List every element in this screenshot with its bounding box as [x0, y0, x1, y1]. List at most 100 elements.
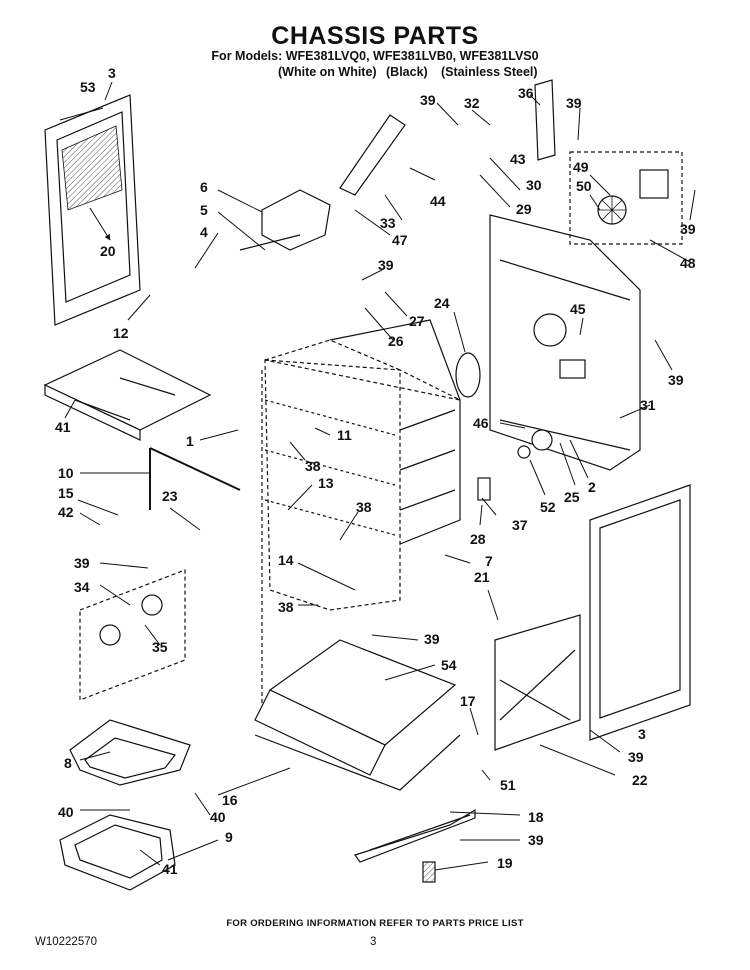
callout: 4 — [200, 224, 208, 240]
ordering-note: FOR ORDERING INFORMATION REFER TO PARTS … — [226, 918, 524, 929]
callout: 43 — [510, 151, 526, 167]
callout: 39 — [378, 257, 394, 273]
callout: 39 — [528, 832, 544, 848]
callout: 22 — [632, 772, 648, 788]
oven-door-frame-part — [44, 94, 141, 326]
callout: 44 — [430, 193, 446, 209]
callout: 3 — [108, 65, 116, 81]
callout: 23 — [162, 488, 178, 504]
callout: 33 — [380, 215, 396, 231]
callout: 20 — [100, 243, 116, 259]
bake-element-part — [69, 719, 191, 786]
callout: 39 — [566, 95, 582, 111]
callout: 35 — [152, 639, 168, 655]
callout: 40 — [58, 804, 74, 820]
callout: 39 — [420, 92, 436, 108]
callout: 39 — [628, 749, 644, 765]
callout: 38 — [305, 458, 321, 474]
callout: 50 — [576, 178, 592, 194]
clip-part — [477, 477, 491, 501]
callout: 15 — [58, 485, 74, 501]
callout: 39 — [668, 372, 684, 388]
callout: 37 — [512, 517, 528, 533]
callout: 49 — [573, 159, 589, 175]
callout: 41 — [55, 419, 71, 435]
oven-cavity-part — [264, 319, 461, 611]
callout: 14 — [278, 552, 294, 568]
callout: 2 — [588, 479, 596, 495]
callout: 10 — [58, 465, 74, 481]
callout: 39 — [424, 631, 440, 647]
callout: 31 — [640, 397, 656, 413]
page-title: CHASSIS PARTS — [271, 22, 479, 50]
gasket-part — [455, 352, 481, 398]
callout: 40 — [210, 809, 226, 825]
callout: 46 — [473, 415, 489, 431]
callout: 27 — [409, 313, 425, 329]
callout: 29 — [516, 201, 532, 217]
callout: 38 — [356, 499, 372, 515]
control-housing-part — [239, 189, 331, 251]
callout: 1 — [186, 433, 194, 449]
vent-duct-part — [534, 79, 556, 161]
callout: 16 — [222, 792, 238, 808]
callout: 30 — [526, 177, 542, 193]
callout: 5 — [200, 202, 208, 218]
callout: 34 — [74, 579, 90, 595]
variant-black: (Black) — [386, 65, 428, 79]
wire-harness-part — [149, 447, 241, 510]
callout: 12 — [113, 325, 129, 341]
callout: 25 — [564, 489, 580, 505]
callout: 54 — [441, 657, 457, 673]
callout: 39 — [680, 221, 696, 237]
callout: 36 — [518, 85, 534, 101]
callout: 3 — [638, 726, 646, 742]
callout: 17 — [460, 693, 476, 709]
callout: 53 — [80, 79, 96, 95]
page-number: 3 — [370, 936, 377, 948]
bearing-part — [531, 429, 553, 451]
callout: 8 — [64, 755, 72, 771]
callout: 38 — [278, 599, 294, 615]
callout: 39 — [74, 555, 90, 571]
drawer-side-part — [494, 614, 581, 751]
convection-fan-part — [569, 151, 683, 245]
callout: 18 — [528, 809, 544, 825]
drip-tray-part — [254, 639, 461, 791]
callout: 45 — [570, 301, 586, 317]
callout: 24 — [434, 295, 450, 311]
callout: 9 — [225, 829, 233, 845]
callout-labels: 53 3 20 6 5 4 12 41 10 1 15 42 23 39 34 … — [55, 65, 696, 877]
callout: 7 — [485, 553, 493, 569]
callout: 28 — [470, 531, 486, 547]
callout: 52 — [540, 499, 556, 515]
washer-part — [517, 445, 531, 459]
callout: 6 — [200, 179, 208, 195]
shelf-part — [43, 349, 212, 441]
right-door-part — [589, 484, 691, 741]
document-number: W10222570 — [35, 936, 98, 948]
broil-element-part — [59, 814, 176, 891]
callout: 42 — [58, 504, 74, 520]
back-panel-part — [489, 214, 641, 471]
callout: 19 — [497, 855, 513, 871]
callout: 47 — [392, 232, 408, 248]
callout: 32 — [464, 95, 480, 111]
bracket-part — [339, 114, 406, 196]
models-line: For Models: WFE381LVQ0, WFE381LVB0, WFE3… — [211, 49, 539, 63]
leveling-leg-part — [422, 861, 436, 883]
callout: 51 — [500, 777, 516, 793]
callout: 13 — [318, 475, 334, 491]
slide-rail-part — [354, 808, 476, 863]
leader-lines — [59, 81, 696, 871]
callout: 48 — [680, 255, 696, 271]
callout: 26 — [388, 333, 404, 349]
callout: 41 — [162, 861, 178, 877]
knob-assembly-part — [79, 569, 186, 701]
variant-stainless: (Stainless Steel) — [441, 65, 538, 79]
variant-white: (White on White) — [278, 65, 377, 79]
callout: 21 — [474, 569, 490, 585]
callout: 11 — [337, 427, 352, 443]
part-drawings — [43, 79, 691, 891]
